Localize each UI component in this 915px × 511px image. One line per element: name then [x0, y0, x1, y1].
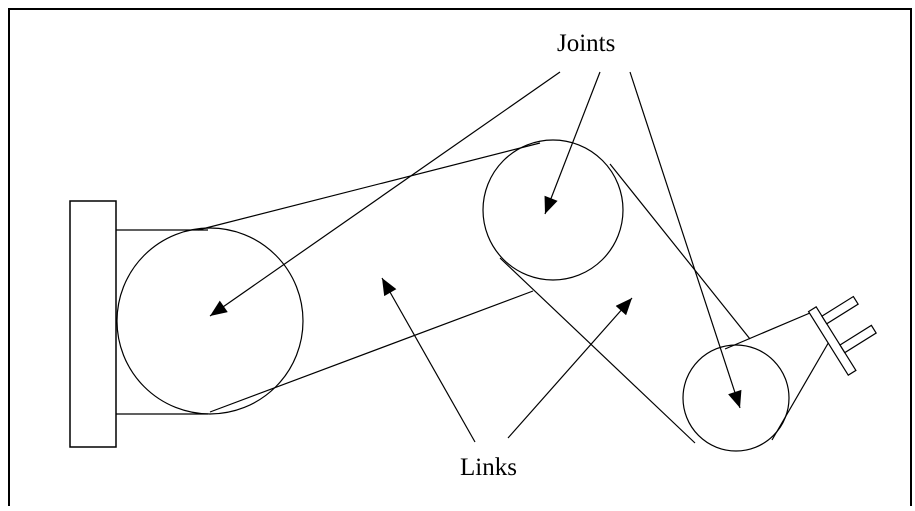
joint-elbow [483, 140, 623, 280]
wrist-upper-edge [725, 310, 817, 349]
base-block [70, 201, 116, 447]
link1-upper-edge [198, 143, 540, 230]
gripper [809, 287, 888, 375]
arrow-joints-to-elbow [545, 72, 600, 214]
link1-lower-edge [210, 291, 533, 412]
arrow-links-to-link1 [382, 278, 475, 442]
arrow-joints-to-base [210, 72, 560, 316]
joints-label: Joints [557, 30, 616, 57]
arrow-joints-to-wrist [630, 72, 742, 408]
figure-frame [9, 9, 911, 506]
wrist-lower-edge [772, 340, 830, 440]
link2-lower-edge [500, 258, 695, 443]
links-label: Links [460, 454, 517, 481]
arrow-links-to-link2 [508, 298, 632, 438]
joint-wrist [683, 345, 789, 451]
joint-base [117, 228, 303, 414]
link2-upper-edge [610, 164, 750, 339]
